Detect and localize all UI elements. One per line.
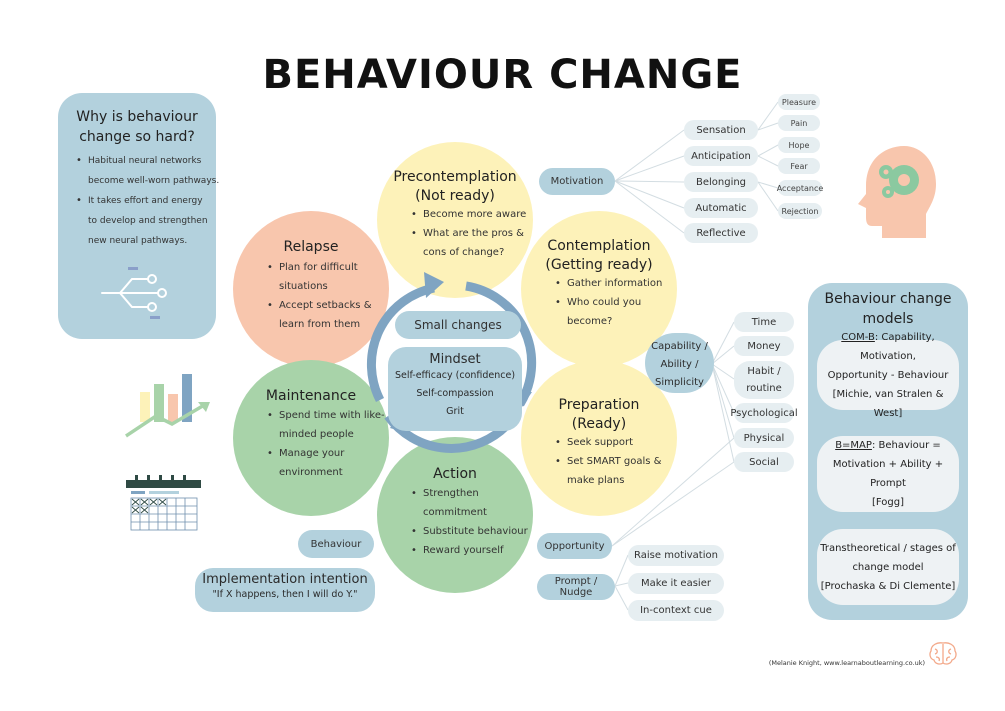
- credit-text: (Melanie Knight, www.learnaboutlearning.…: [768, 659, 925, 667]
- prompt-item-raise-motivation: Raise motivation: [628, 545, 724, 566]
- implementation-title: Implementation intention: [202, 572, 368, 587]
- why-panel: Why is behaviour change so hard? Habitua…: [58, 93, 219, 339]
- mindset-item-3: Grit: [446, 406, 464, 417]
- models-panel: Behaviour change models COM-B: Capabilit…: [808, 283, 968, 620]
- motivation-item-reflective: Reflective: [684, 223, 758, 243]
- capability-item-money: Money: [734, 336, 794, 356]
- motivation-sub-fear: Fear: [778, 158, 820, 174]
- preparation-bullet-2: Set SMART goals &make plans: [555, 452, 693, 490]
- small-changes-pill: Small changes: [395, 311, 521, 339]
- motivation-sub-hope: Hope: [778, 137, 820, 153]
- prompt-item-make-it-easier: Make it easier: [628, 573, 724, 594]
- growth-chart-icon: [125, 374, 210, 438]
- opportunity-pill: Opportunity: [537, 533, 612, 559]
- mindset-item-2: Self-compassion: [416, 388, 494, 399]
- calendar-icon: [126, 475, 201, 531]
- why-heading-line2: change so hard?: [79, 129, 195, 145]
- why-heading-line1: Why is behaviour: [76, 109, 198, 125]
- motivation-item-automatic: Automatic: [684, 198, 758, 218]
- stage-precontemplation: Precontemplation (Not ready) Become more…: [377, 142, 533, 298]
- capability-item-physical: Physical: [734, 428, 794, 448]
- why-bullet-1: Habitual neural networks become well-wor…: [76, 151, 238, 191]
- relapse-bullet-2: Accept setbacks &learn from them: [267, 296, 399, 334]
- mindset-title: Mindset: [429, 352, 481, 367]
- brain-icon: [929, 642, 957, 665]
- action-bullet-2: Substitute behaviour: [411, 522, 549, 541]
- capability-pill: Capability / Ability / Simplicity: [645, 333, 714, 393]
- capability-item-psychological: Psychological: [730, 403, 798, 423]
- motivation-item-belonging: Belonging: [684, 172, 758, 192]
- capability-item-habit: Habit /routine: [734, 361, 794, 399]
- models-heading-line2: models: [862, 311, 914, 327]
- stage-contemplation: Contemplation (Getting ready) Gather inf…: [521, 211, 677, 367]
- maintenance-bullet-1: Spend time with like-minded people: [267, 406, 405, 444]
- models-heading-line1: Behaviour change: [824, 291, 952, 307]
- implementation-quote: "If X happens, then I will do Y.": [212, 589, 358, 600]
- precontemplation-bullet-2: What are the pros &cons of change?: [411, 224, 549, 262]
- capability-item-social: Social: [734, 452, 794, 472]
- precontemplation-title-line1: Precontemplation: [393, 169, 517, 185]
- action-title: Action: [433, 466, 477, 482]
- prompt-nudge-pill: Prompt / Nudge: [537, 574, 615, 600]
- stage-maintenance: Maintenance Spend time with like-minded …: [233, 360, 389, 516]
- preparation-title-line2: (Ready): [571, 416, 627, 432]
- model-com-b: COM-B: Capability, Motivation, Opportuni…: [817, 332, 959, 419]
- relapse-title: Relapse: [283, 239, 339, 255]
- behaviour-pill: Behaviour: [298, 530, 374, 558]
- model-b-map: B=MAP: Behaviour = Motivation + Ability …: [817, 436, 959, 512]
- implementation-box: Implementation intention "If X happens, …: [195, 568, 375, 612]
- capability-item-time: Time: [734, 312, 794, 332]
- neural-network-icon: [101, 267, 167, 319]
- page-title: BEHAVIOUR CHANGE: [262, 52, 743, 98]
- model-transtheoretical: Transtheoretical / stages of change mode…: [817, 529, 959, 605]
- mindset-item-1: Self-efficacy (confidence): [394, 370, 516, 381]
- motivation-sub-acceptance: Acceptance: [777, 180, 823, 196]
- motivation-item-sensation: Sensation: [684, 120, 758, 140]
- precontemplation-title-line2: (Not ready): [415, 188, 495, 204]
- mindset-box: Mindset Self-efficacy (confidence) Self-…: [388, 347, 522, 431]
- preparation-bullet-1: Seek support: [555, 433, 693, 452]
- maintenance-title: Maintenance: [265, 388, 357, 404]
- contemplation-bullet-1: Gather information: [555, 274, 687, 293]
- preparation-title-line1: Preparation: [558, 397, 640, 413]
- prompt-item-in-context-cue: In-context cue: [628, 600, 724, 621]
- motivation-item-anticipation: Anticipation: [684, 146, 758, 166]
- head-gears-icon: [858, 146, 936, 238]
- motivation-pill: Motivation: [539, 168, 615, 195]
- contemplation-title-line1: Contemplation: [547, 238, 651, 254]
- motivation-sub-pain: Pain: [778, 115, 820, 131]
- motivation-sub-rejection: Rejection: [778, 203, 822, 219]
- precontemplation-bullet-1: Become more aware: [411, 205, 549, 224]
- contemplation-title-line2: (Getting ready): [545, 257, 653, 273]
- motivation-sub-pleasure: Pleasure: [778, 94, 820, 110]
- why-bullet-2: It takes effort and energy to develop an…: [76, 191, 238, 251]
- action-bullet-3: Reward yourself: [411, 541, 549, 560]
